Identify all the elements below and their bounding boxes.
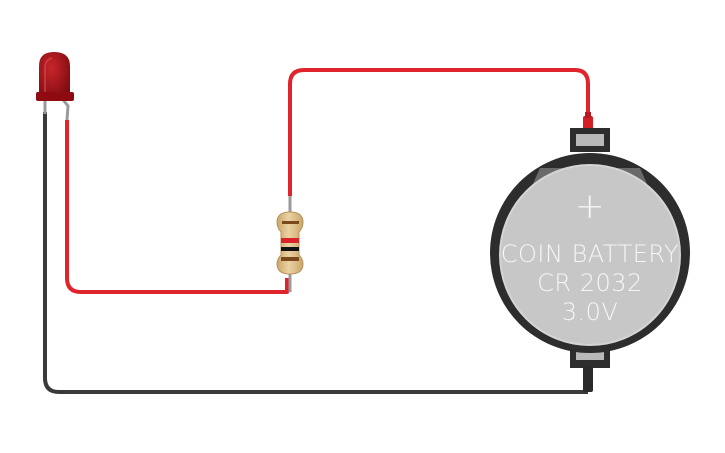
- battery-polarity-mark: +: [575, 186, 606, 227]
- wire-led-cathode-to-battery-negative[interactable]: [43, 112, 588, 394]
- led-body: [39, 52, 70, 99]
- led[interactable]: [36, 52, 74, 121]
- battery-face-edge: [499, 164, 681, 346]
- led-highlight: [44, 57, 53, 92]
- resistor[interactable]: [276, 196, 304, 292]
- battery-negative-terminal[interactable]: [583, 366, 593, 392]
- battery-holder-top-contact: [576, 134, 604, 146]
- battery-positive-pin: [585, 112, 591, 118]
- battery-face: [500, 165, 680, 345]
- battery-label-line2: CR 2032: [537, 269, 643, 297]
- wire-resistor-to-battery-positive[interactable]: [288, 68, 590, 196]
- resistor-band-1: [282, 221, 299, 224]
- coin-battery[interactable]: + COIN BATTERY CR 2032 3.0V: [490, 112, 690, 392]
- wire-led-anode-to-resistor[interactable]: [65, 120, 289, 294]
- resistor-band-2: [281, 238, 299, 243]
- resistor-band-4: [281, 257, 299, 261]
- led-rim: [36, 92, 74, 101]
- battery-positive-terminal[interactable]: [583, 116, 593, 130]
- resistor-band-3: [281, 247, 299, 251]
- battery-label-line3: 3.0V: [562, 298, 619, 326]
- battery-label-line1: COIN BATTERY: [501, 240, 679, 268]
